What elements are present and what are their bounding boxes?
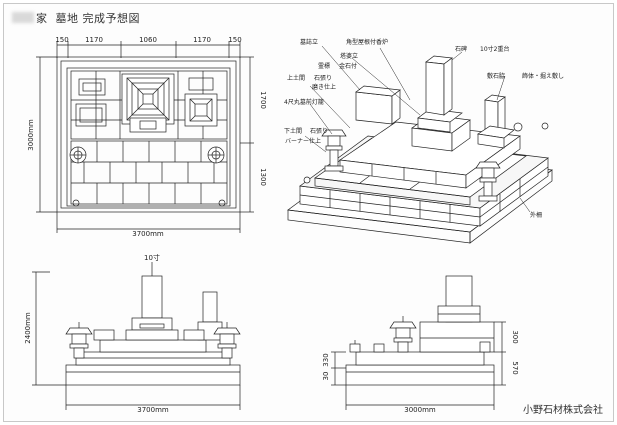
- label-decor: 敷石脇: [487, 72, 505, 80]
- label-lower-step: 下土間: [284, 127, 302, 135]
- perspective-lantern-left: [321, 129, 347, 172]
- label-upper-step: 上土間: [287, 74, 305, 82]
- side-dim-left1: 30: [322, 372, 330, 381]
- label-lower-step-note2: バーナー仕上: [285, 137, 321, 145]
- label-lantern-note: 金石付: [339, 62, 357, 70]
- title-main: 墓地 完成予想図: [55, 12, 140, 25]
- plan-dim-left: 3000mm: [27, 119, 35, 151]
- drawing-title: 家 墓地 完成予想図: [12, 10, 140, 26]
- side-elevation: [331, 275, 506, 410]
- label-lantern: 4尺丸墓前灯籠: [284, 98, 324, 106]
- plan-dim-2: 1170: [85, 36, 103, 44]
- plan-dim-3: 1060: [139, 36, 157, 44]
- plan-dim-right-back: 1700: [259, 91, 267, 109]
- side-dim-h1: 300: [511, 330, 519, 343]
- title-prefix: 家: [36, 12, 48, 25]
- plan-view: [36, 41, 254, 233]
- label-tomb-vase: 墓誌立: [300, 38, 318, 46]
- side-dim-h2: 570: [511, 361, 519, 374]
- label-stone-tablet-note: 10寸2重台: [480, 45, 509, 53]
- front-dim-width: 3700mm: [137, 406, 169, 414]
- label-monument: 塔婆立: [340, 52, 358, 60]
- label-upper-step-note: 石張り: [314, 75, 332, 82]
- plan-dim-4: 1170: [193, 36, 211, 44]
- company-name: 小野石材株式会社: [523, 405, 603, 416]
- front-elevation: [32, 262, 241, 410]
- plan-dim-right-front: 1300: [259, 168, 267, 186]
- side-dim-width: 3000mm: [404, 406, 436, 414]
- label-decor-note: 飾体・掘え敷し: [522, 72, 564, 80]
- label-lantern-stand: 霊標: [318, 62, 330, 70]
- redacted-family-name: [12, 12, 34, 23]
- label-upper-step-note2: 磨き仕上: [312, 83, 336, 91]
- label-stone-tablet: 石碑: [455, 45, 467, 53]
- label-incense: 角型屋根付香炉: [346, 38, 388, 46]
- perspective-lantern-right: [475, 161, 501, 202]
- front-stone-label: 10寸: [144, 253, 160, 262]
- plan-dim-1: 150: [55, 36, 68, 44]
- plan-dim-bottom: 3700mm: [132, 230, 164, 238]
- side-dim-left2: 330: [322, 353, 330, 366]
- front-dim-height: 2400mm: [24, 312, 32, 344]
- perspective-view: [287, 45, 553, 244]
- plan-dim-5: 150: [228, 36, 241, 44]
- label-lower-step-note: 石張り: [310, 128, 328, 135]
- label-outer-frame: 外柵: [530, 211, 542, 219]
